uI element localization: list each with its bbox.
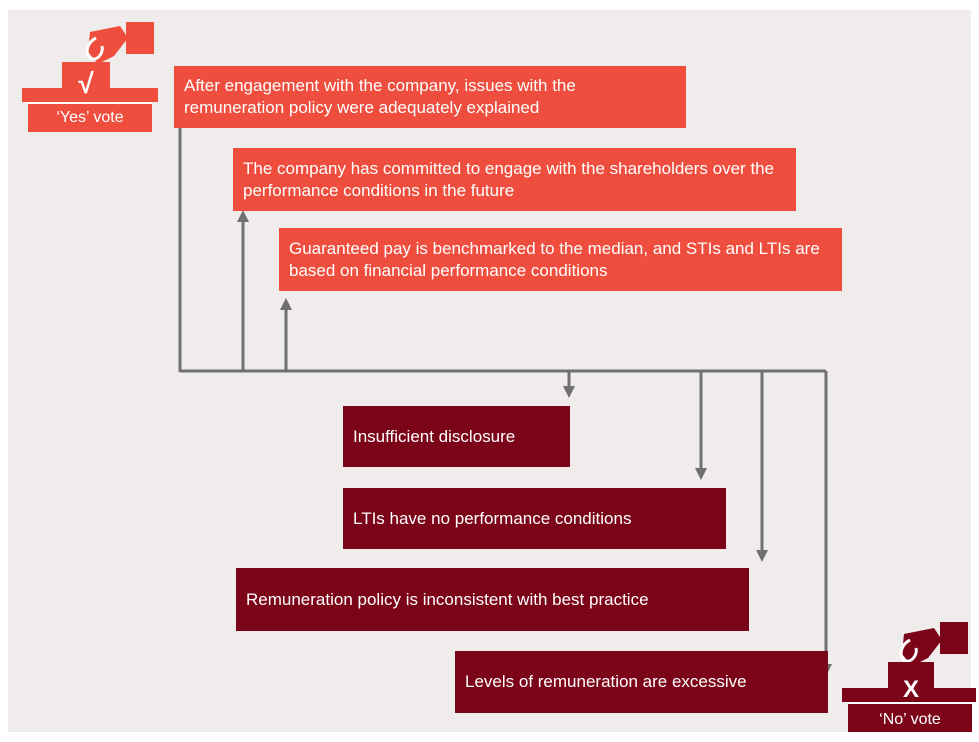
ballot-box-check-icon: [22, 22, 158, 132]
yes-vote-group: √ ‘Yes’ vote: [18, 22, 168, 134]
no-reason-box: Insufficient disclosure: [343, 406, 570, 467]
no-vote-mark: X: [902, 676, 919, 703]
ballot-box-cross-icon: [842, 622, 976, 732]
no-vote-group: X ‘No’ vote: [838, 622, 979, 734]
yes-reason-box: After engagement with the company, issue…: [174, 66, 686, 128]
yes-reason-box: Guaranteed pay is benchmarked to the med…: [279, 228, 842, 291]
yes-vote-mark: √: [78, 68, 94, 99]
yes-vote-label: ‘Yes’ vote: [56, 109, 124, 126]
no-reason-box: Remuneration policy is inconsistent with…: [236, 568, 749, 631]
no-reason-box: Levels of remuneration are excessive: [455, 651, 828, 713]
yes-reason-box: The company has committed to engage with…: [233, 148, 796, 211]
no-vote-label: ‘No’ vote: [879, 711, 941, 728]
no-reason-box: LTIs have no performance conditions: [343, 488, 726, 549]
